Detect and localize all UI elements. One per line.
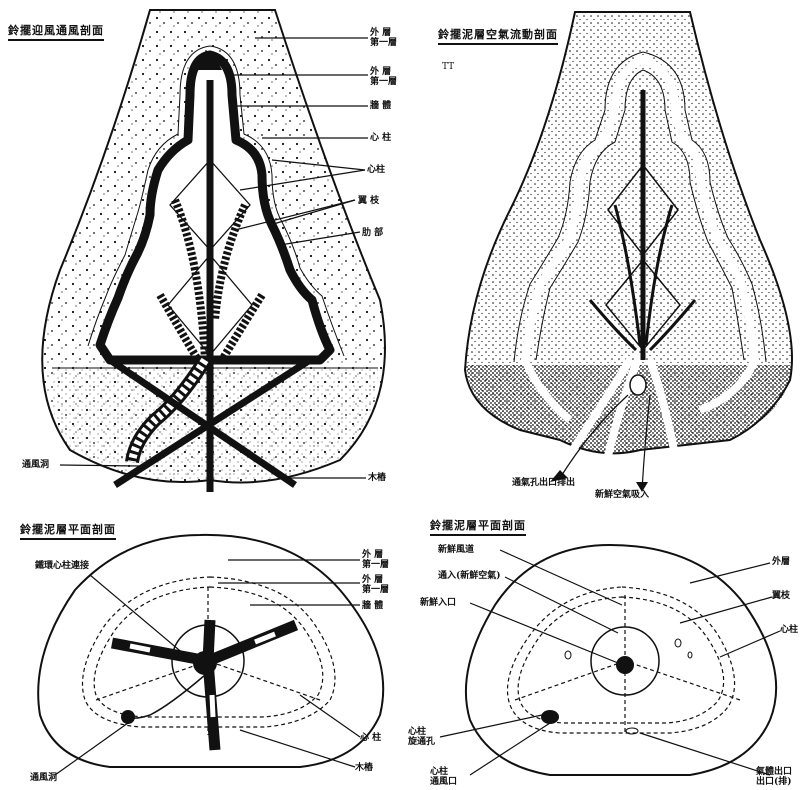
panel-top-left: 鈴擺迎風通風剖面	[0, 0, 400, 500]
label-center-link: 鐵環心柱連接	[35, 561, 89, 571]
panel-bottom-right: 鈴擺泥層平面剖面 新鮮風道 通入(新鮮空氣) 新鮮入口 外層	[400, 505, 803, 790]
label-main-pole: 木樁	[368, 473, 386, 483]
label-wall: 牆 體	[370, 101, 391, 111]
label-left-1: 新鮮風道	[438, 545, 474, 555]
panel-bottom-left: 鈴擺泥層平面剖面	[0, 505, 400, 790]
airflow-diagram	[400, 0, 803, 500]
label-mid: 翼枝	[772, 591, 790, 601]
label-ribs: 肋 部	[362, 228, 383, 238]
cross-section-diagram	[0, 0, 400, 500]
label-low-2: 心柱 通風口	[430, 767, 457, 787]
label-outer-wall-1: 外 層 第一層	[362, 550, 389, 570]
label-outer-wall-2: 外 層 第一層	[370, 67, 397, 87]
label-outer-wall-2: 外 層 第一層	[362, 575, 389, 595]
label-side-arms: 翼 枝	[358, 196, 379, 206]
label-inflow: 新鮮空氣吸入	[595, 490, 649, 500]
label-duct: 通風洞	[30, 773, 57, 783]
label-low-right: 氣體出口 出口(排)	[756, 767, 792, 787]
label-core: 心柱	[367, 165, 385, 175]
label-inner: 心柱	[780, 625, 798, 635]
label-main-pole: 木樁	[355, 763, 373, 773]
label-left-3: 新鮮入口	[420, 598, 456, 608]
label-outflow: 通氣孔出口排出	[512, 478, 575, 488]
label-low-1: 心柱 旋通孔	[408, 727, 435, 747]
plan-section-diagram	[0, 505, 400, 790]
label-wall: 牆 體	[362, 601, 383, 611]
label-outer: 外層	[772, 557, 790, 567]
label-core: 心 柱	[360, 733, 381, 743]
label-center-shaft: 心 柱	[370, 133, 391, 143]
label-outer-wall-1: 外 層 第一層	[370, 28, 397, 48]
label-left-2: 通入(新鮮空氣)	[438, 571, 501, 581]
label-duct: 通風洞	[22, 460, 49, 470]
panel-top-right: 鈴擺泥層空氣流動剖面 TT	[400, 0, 803, 500]
